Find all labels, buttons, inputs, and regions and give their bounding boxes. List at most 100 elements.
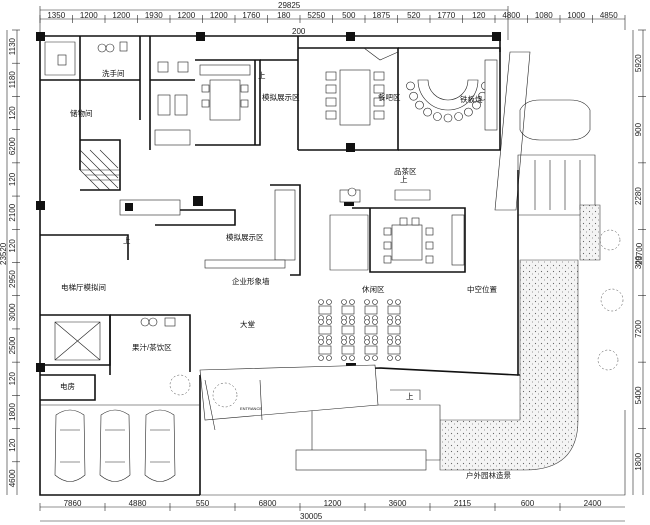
chair-icon xyxy=(395,319,401,325)
chair-icon xyxy=(318,339,324,345)
room-label-image-wall: 企业形象墙 xyxy=(232,276,270,286)
parking-cars xyxy=(40,404,200,482)
dimension-label: 2500 xyxy=(8,336,17,354)
dimension-label: 500 xyxy=(342,11,356,20)
dimension-label: 1200 xyxy=(210,11,228,20)
electrical-room xyxy=(40,374,96,401)
dimension-label: 120 xyxy=(8,372,17,386)
chair-icon xyxy=(399,217,408,226)
up-marker: 上 xyxy=(406,392,414,401)
dimension-label: 5250 xyxy=(307,11,325,20)
right-exterior xyxy=(169,51,624,408)
chair-icon xyxy=(364,339,370,345)
chair-icon xyxy=(423,107,432,117)
dimension-label: 1875 xyxy=(372,11,390,20)
dimension-label: 3600 xyxy=(389,499,407,508)
tea-area xyxy=(329,187,466,273)
lounge-area xyxy=(318,299,401,361)
chair-icon xyxy=(383,227,392,236)
car-icon xyxy=(144,409,176,482)
lounge-table xyxy=(364,305,378,315)
chair-icon xyxy=(383,255,392,264)
chair-icon xyxy=(341,355,347,361)
room-label-washroom: 洗手间 xyxy=(102,68,125,78)
chair-icon xyxy=(349,355,355,361)
dimension-label: 1130 xyxy=(8,37,17,55)
chair-icon xyxy=(383,241,392,250)
dimension-label: 520 xyxy=(407,11,421,20)
dimension-label: 1350 xyxy=(47,11,65,20)
room-label-model-display-1: 模拟展示区 xyxy=(262,92,300,102)
dimension-label: 4600 xyxy=(8,469,17,487)
car-icon xyxy=(54,409,86,482)
dimension-label: 6800 xyxy=(259,499,277,508)
chair-icon xyxy=(411,217,420,226)
chair-icon xyxy=(372,355,378,361)
room-label-electrical: 电房 xyxy=(60,381,75,391)
room-label-lounge: 休闲区 xyxy=(362,284,385,294)
dimension-label: 600 xyxy=(521,499,535,508)
room-label-atrium: 中空位置 xyxy=(467,284,497,294)
lounge-table xyxy=(364,325,378,335)
dimension-label: 1180 xyxy=(8,71,17,89)
dimension-label: 4880 xyxy=(129,499,147,508)
right-total-dimension: 23700 xyxy=(635,242,644,265)
up-marker: 上 xyxy=(400,175,408,184)
chair-icon xyxy=(326,355,332,361)
room-label-entrance: ENTRANCE xyxy=(240,406,262,411)
stairs xyxy=(80,169,431,400)
lounge-table xyxy=(341,305,355,315)
room-labels: 洗手间 储物间 模拟展示区 餐吧区 铁板烧 品茶区 模拟展示区 企业形象墙 电梯… xyxy=(60,68,511,480)
chair-icon xyxy=(364,299,370,305)
dimension-label: 1080 xyxy=(535,11,553,20)
dimension-label: 2115 xyxy=(454,499,472,508)
dimension-label: 5920 xyxy=(634,54,643,72)
chair-icon xyxy=(318,355,324,361)
dimension-label: 5400 xyxy=(634,386,643,404)
dimension-label: 120 xyxy=(8,106,17,120)
chair-icon xyxy=(454,112,463,121)
top-inner-dimension: 200 xyxy=(292,27,306,36)
chair-icon xyxy=(349,339,355,345)
dimension-label: 180 xyxy=(277,11,291,20)
elevator-hall xyxy=(40,314,111,366)
dimension-label: 1200 xyxy=(324,499,342,508)
right-dimensions: 23700 xyxy=(632,30,644,495)
dimension-label: 7200 xyxy=(634,319,643,337)
dimension-label: 1760 xyxy=(242,11,260,20)
dimension-label: 6200 xyxy=(8,137,17,155)
chair-icon xyxy=(409,91,418,101)
left-total-dimension: 23520 xyxy=(0,242,8,265)
lounge-table xyxy=(318,345,332,355)
chair-icon xyxy=(364,319,370,325)
chair-icon xyxy=(425,241,434,250)
room-label-garden: 户外园林造景 xyxy=(466,470,511,480)
dining-area xyxy=(298,47,399,151)
dimension-label: 1200 xyxy=(112,11,130,20)
chair-icon xyxy=(395,299,401,305)
chair-icon xyxy=(341,319,347,325)
dimension-label: 2100 xyxy=(8,203,17,221)
left-segment-dimensions: 1130118012062001202100120295030002500120… xyxy=(8,29,20,487)
room-label-dining: 餐吧区 xyxy=(378,93,401,102)
model-display-2 xyxy=(40,184,301,276)
lounge-table xyxy=(387,305,401,315)
chair-icon xyxy=(415,100,424,110)
lounge-table xyxy=(364,345,378,355)
room-label-tea: 品茶区 xyxy=(394,166,417,176)
chair-icon xyxy=(395,339,401,345)
dimension-label: 2950 xyxy=(8,270,17,288)
room-label-juice-bar: 果汁/茶饮区 xyxy=(132,342,172,352)
dimension-label: 1930 xyxy=(145,11,163,20)
room-label-model-display-2: 模拟展示区 xyxy=(226,232,264,242)
dimension-label: 1200 xyxy=(177,11,195,20)
chair-icon xyxy=(326,339,332,345)
lounge-table xyxy=(341,345,355,355)
chair-icon xyxy=(326,319,332,325)
chair-icon xyxy=(372,339,378,345)
dimension-label: 4850 xyxy=(600,11,618,20)
up-marker: 上 xyxy=(123,236,131,245)
chair-icon xyxy=(318,299,324,305)
lounge-table xyxy=(318,305,332,315)
